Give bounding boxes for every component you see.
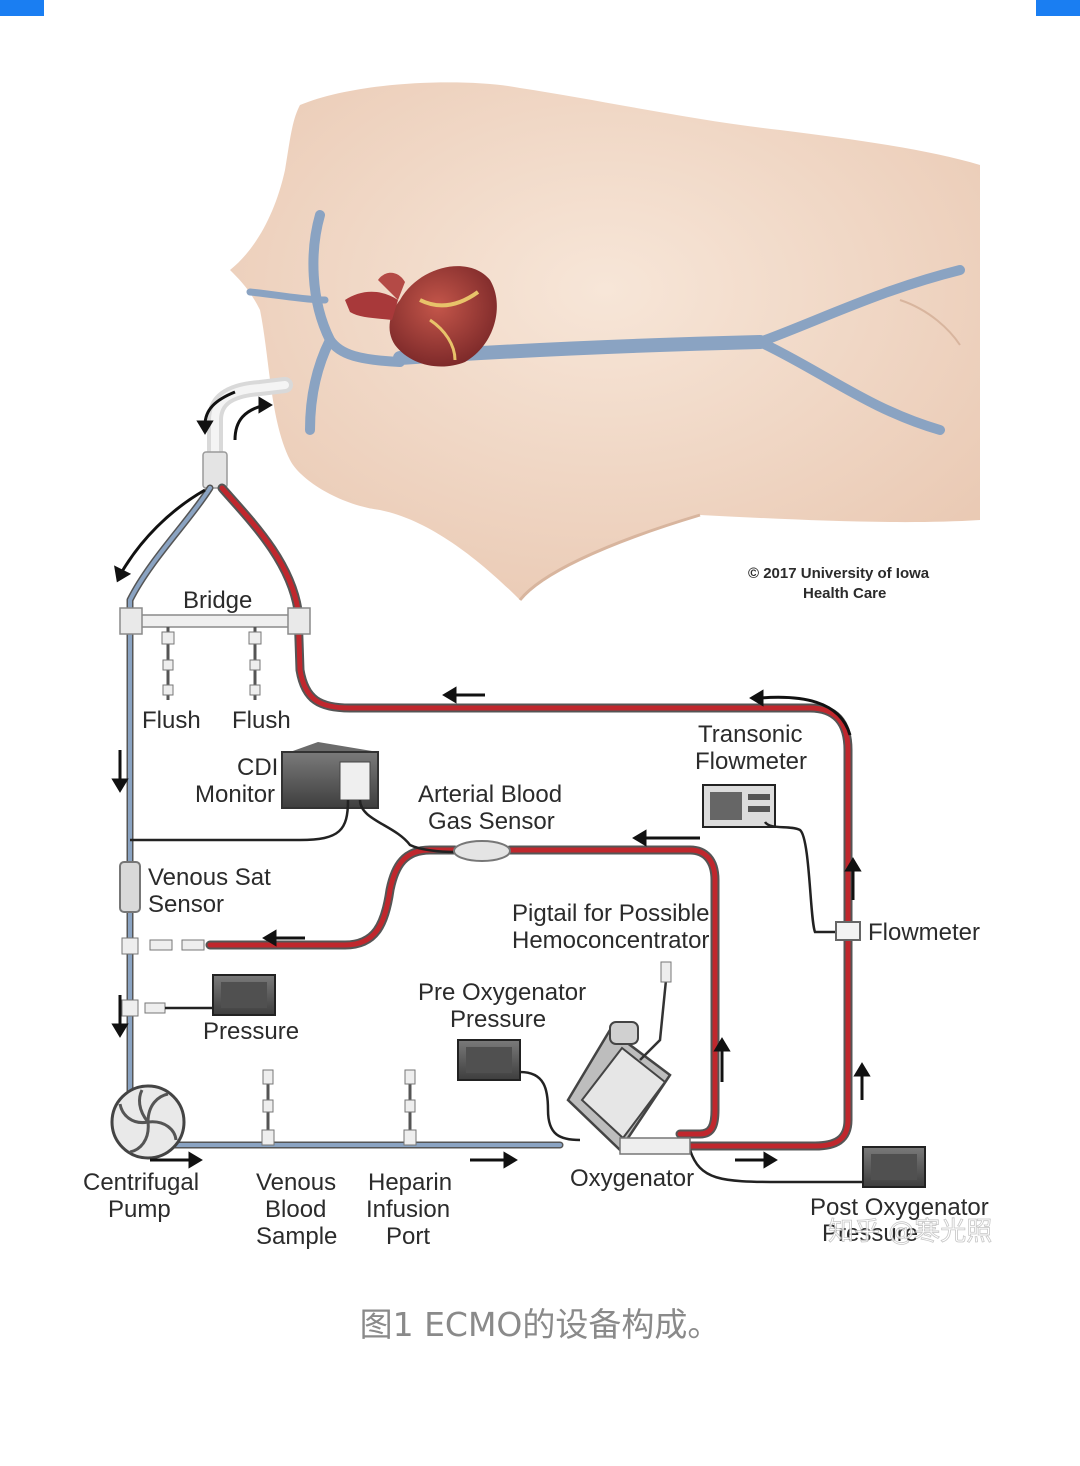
label-heparin-1: Heparin <box>368 1169 452 1196</box>
flow-arrows <box>111 390 871 1169</box>
label-transonic-1: Transonic <box>698 721 802 748</box>
cdi-monitor-icon <box>130 742 456 854</box>
label-cdi-1: CDI <box>237 754 278 781</box>
flowmeter-clamp <box>835 921 861 941</box>
pressure-monitor-icon <box>212 974 276 1016</box>
post-oxygenator-pressure-icon <box>688 1146 926 1188</box>
label-centrifugal-1: Centrifugal <box>83 1169 199 1196</box>
copyright-line-2: Health Care <box>803 585 886 602</box>
label-bridge: Bridge <box>183 587 252 614</box>
arterial-return-line <box>205 483 853 1151</box>
label-flush-right: Flush <box>232 707 291 734</box>
label-oxygenator: Oxygenator <box>570 1165 694 1192</box>
watermark: 知乎 @寒光照 <box>828 1217 992 1247</box>
venous-drainage-line <box>126 484 564 1149</box>
centrifugal-pump-icon <box>110 1084 186 1160</box>
label-venous-sat-2: Sensor <box>148 891 224 918</box>
label-venous-blood-3: Sample <box>256 1223 337 1250</box>
figure-caption: 图1 ECMO的设备构成。 <box>359 1305 721 1344</box>
heart-icon <box>345 266 497 367</box>
label-pigtail-2: Hemoconcentrator <box>512 927 709 954</box>
label-post-oxy-2: Pressure <box>822 1220 918 1247</box>
label-cdi-2: Monitor <box>195 781 275 808</box>
label-pre-oxy-2: Pressure <box>450 1006 546 1033</box>
oxygenator-icon <box>566 961 691 1155</box>
label-venous-blood-1: Venous <box>256 1169 336 1196</box>
label-pressure: Pressure <box>203 1018 299 1045</box>
transonic-flowmeter-icon <box>702 784 838 934</box>
label-transonic-2: Flowmeter <box>695 748 807 775</box>
venous-sat-sensor <box>119 861 141 913</box>
label-pigtail-1: Pigtail for Possible <box>512 900 709 927</box>
diagram-labels: © 2017 University of Iowa Health Care Br… <box>83 565 993 1250</box>
side-port <box>121 937 215 1017</box>
arterial-blood-gas-sensor <box>453 840 511 862</box>
ecmo-diagram: © 2017 University of Iowa Health Care Br… <box>83 82 993 1250</box>
label-venous-sat-1: Venous Sat <box>148 864 271 891</box>
label-centrifugal-2: Pump <box>108 1196 171 1223</box>
label-heparin-3: Port <box>386 1223 430 1250</box>
copyright-line-1: © 2017 University of Iowa <box>748 565 930 582</box>
label-abg-1: Arterial Blood <box>418 781 562 808</box>
label-flowmeter: Flowmeter <box>868 919 980 946</box>
pre-oxygenator-pressure-icon <box>457 1039 581 1142</box>
bridge <box>119 607 311 700</box>
label-pre-oxy-1: Pre Oxygenator <box>418 979 586 1006</box>
label-post-oxy-1: Post Oxygenator <box>810 1194 989 1221</box>
label-venous-blood-2: Blood <box>265 1196 326 1223</box>
top-right-accent <box>1036 0 1080 16</box>
label-abg-2: Gas Sensor <box>428 808 555 835</box>
cannula <box>202 377 293 489</box>
label-flush-left: Flush <box>142 707 201 734</box>
label-heparin-2: Infusion <box>366 1196 450 1223</box>
sample-ports <box>261 1069 417 1146</box>
top-left-accent <box>0 0 44 16</box>
